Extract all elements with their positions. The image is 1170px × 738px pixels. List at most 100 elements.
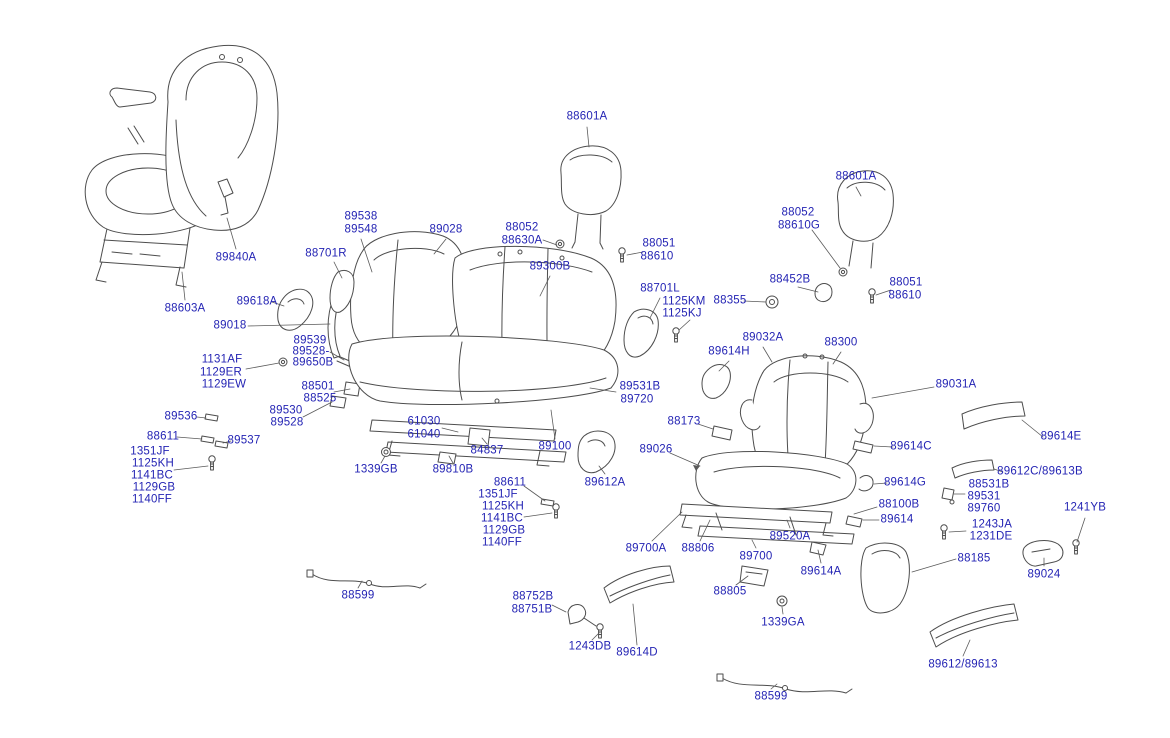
part-label-88501[interactable]: 88501 [301, 380, 335, 393]
part-label-88751B[interactable]: 88751B [511, 603, 553, 616]
part-label-1231DE[interactable]: 1231DE [969, 530, 1013, 543]
part-label-89300B[interactable]: 89300B [529, 260, 571, 273]
part-label-1125KH[interactable]: 1125KH [132, 457, 174, 470]
part-label-88052[interactable]: 88052 [505, 221, 539, 234]
part-label-1339GA[interactable]: 1339GA [761, 616, 805, 629]
part-label-88610G[interactable]: 88610G [777, 219, 821, 232]
part-label-1140FF[interactable]: 1140FF [132, 493, 172, 506]
part-label-89614A[interactable]: 89614A [800, 565, 842, 578]
cables-drawing [306, 569, 853, 694]
part-label-89614[interactable]: 89614 [880, 513, 914, 526]
part-label-89720[interactable]: 89720 [620, 393, 654, 406]
part-label-88173[interactable]: 88173 [667, 415, 701, 428]
part-label-89528-[interactable]: 89528- [292, 345, 330, 358]
part-label-88355[interactable]: 88355 [713, 294, 747, 307]
front-seat-drawing [84, 44, 279, 288]
part-label-1129GB[interactable]: 1129GB [482, 524, 526, 537]
part-label-89700[interactable]: 89700 [739, 550, 773, 563]
part-label-1243JA[interactable]: 1243JA [971, 518, 1013, 531]
right-seat-drawing [577, 353, 874, 607]
part-label-88599[interactable]: 88599 [341, 589, 375, 602]
part-label-1129GB[interactable]: 1129GB [132, 481, 176, 494]
part-label-89032A[interactable]: 89032A [742, 331, 784, 344]
part-label-88051[interactable]: 88051 [889, 276, 923, 289]
part-label-89026[interactable]: 89026 [639, 443, 673, 456]
part-label-88051[interactable]: 88051 [642, 237, 676, 250]
part-label-1141BC[interactable]: 1141BC [131, 469, 173, 482]
part-label-1125KM[interactable]: 1125KM [662, 295, 706, 308]
part-label-88601A[interactable]: 88601A [835, 170, 877, 183]
part-label-89650B[interactable]: 89650B [292, 356, 334, 369]
part-label-88630A[interactable]: 88630A [501, 234, 543, 247]
part-label-89614C[interactable]: 89614C [890, 440, 932, 453]
part-label-61030[interactable]: 61030 [407, 415, 441, 428]
part-label-84837[interactable]: 84837 [470, 444, 504, 457]
part-label-1241YB[interactable]: 1241YB [1063, 501, 1107, 514]
part-label-89840A[interactable]: 89840A [215, 251, 257, 264]
part-label-89810B[interactable]: 89810B [432, 463, 474, 476]
part-label-88185[interactable]: 88185 [957, 552, 991, 565]
part-label-89614E[interactable]: 89614E [1040, 430, 1082, 443]
part-label-89618A[interactable]: 89618A [236, 295, 278, 308]
part-label-89537[interactable]: 89537 [227, 434, 261, 447]
part-label-89528[interactable]: 89528 [270, 416, 304, 429]
part-label-89614D[interactable]: 89614D [616, 646, 658, 659]
part-label-88603A[interactable]: 88603A [164, 302, 206, 315]
part-label-89700A[interactable]: 89700A [625, 542, 667, 555]
part-label-89760[interactable]: 89760 [967, 502, 1001, 515]
part-label-89614H[interactable]: 89614H [708, 345, 750, 358]
part-label-88300[interactable]: 88300 [824, 336, 858, 349]
part-label-88610[interactable]: 88610 [640, 250, 674, 263]
part-label-88806[interactable]: 88806 [681, 542, 715, 555]
part-label-89614G[interactable]: 89614G [883, 476, 927, 489]
part-label-89548[interactable]: 89548 [344, 223, 378, 236]
part-label-89530[interactable]: 89530 [269, 404, 303, 417]
part-label-88805[interactable]: 88805 [713, 585, 747, 598]
part-label-1243DB[interactable]: 1243DB [568, 640, 612, 653]
side-trim-drawing [567, 401, 1064, 648]
part-label-89024[interactable]: 89024 [1027, 568, 1061, 581]
rear-bench-drawing [277, 231, 659, 467]
part-label-89536[interactable]: 89536 [164, 410, 198, 423]
part-label-88752B[interactable]: 88752B [512, 590, 554, 603]
part-label-88611[interactable]: 88611 [493, 476, 527, 489]
part-label-89520A[interactable]: 89520A [769, 530, 811, 543]
part-label-88611[interactable]: 88611 [146, 430, 180, 443]
part-label-1129EW[interactable]: 1129EW [201, 378, 247, 391]
part-label-88601A[interactable]: 88601A [566, 110, 608, 123]
part-label-1351JF[interactable]: 1351JF [130, 445, 170, 458]
part-label-1339GB[interactable]: 1339GB [354, 463, 398, 476]
part-label-1131AF[interactable]: 1131AF [201, 353, 243, 366]
fasteners-drawing [200, 239, 1080, 639]
part-label-88701R[interactable]: 88701R [305, 247, 347, 260]
part-label-88610[interactable]: 88610 [888, 289, 922, 302]
part-label-88701L[interactable]: 88701L [640, 282, 680, 295]
part-label-89612C-89613B[interactable]: 89612C/89613B [997, 465, 1083, 478]
part-label-88452B[interactable]: 88452B [769, 273, 811, 286]
part-label-1129ER[interactable]: 1129ER [200, 366, 242, 379]
part-label-88599[interactable]: 88599 [754, 690, 788, 703]
part-label-89612A[interactable]: 89612A [584, 476, 626, 489]
part-label-89100[interactable]: 89100 [538, 440, 572, 453]
part-label-89031A[interactable]: 89031A [935, 378, 977, 391]
part-label-89018[interactable]: 89018 [213, 319, 247, 332]
part-label-89531[interactable]: 89531 [967, 490, 1001, 503]
part-label-89028[interactable]: 89028 [429, 223, 463, 236]
part-label-1141BC[interactable]: 1141BC [481, 512, 523, 525]
part-label-88525[interactable]: 88525 [303, 392, 337, 405]
part-label-89539[interactable]: 89539 [293, 334, 327, 347]
headrest-center-drawing [560, 145, 622, 250]
part-label-1125KH[interactable]: 1125KH [482, 500, 524, 513]
part-label-61040[interactable]: 61040 [407, 428, 441, 441]
part-label-1125KJ[interactable]: 1125KJ [662, 307, 702, 320]
part-label-88100B[interactable]: 88100B [878, 498, 920, 511]
part-label-89612-89613[interactable]: 89612/89613 [928, 658, 998, 671]
part-label-88531B[interactable]: 88531B [968, 478, 1010, 491]
part-label-88052[interactable]: 88052 [781, 206, 815, 219]
part-label-89531B[interactable]: 89531B [619, 380, 661, 393]
part-label-89538[interactable]: 89538 [344, 210, 378, 223]
part-label-1140FF[interactable]: 1140FF [482, 536, 522, 549]
part-label-1351JF[interactable]: 1351JF [478, 488, 518, 501]
